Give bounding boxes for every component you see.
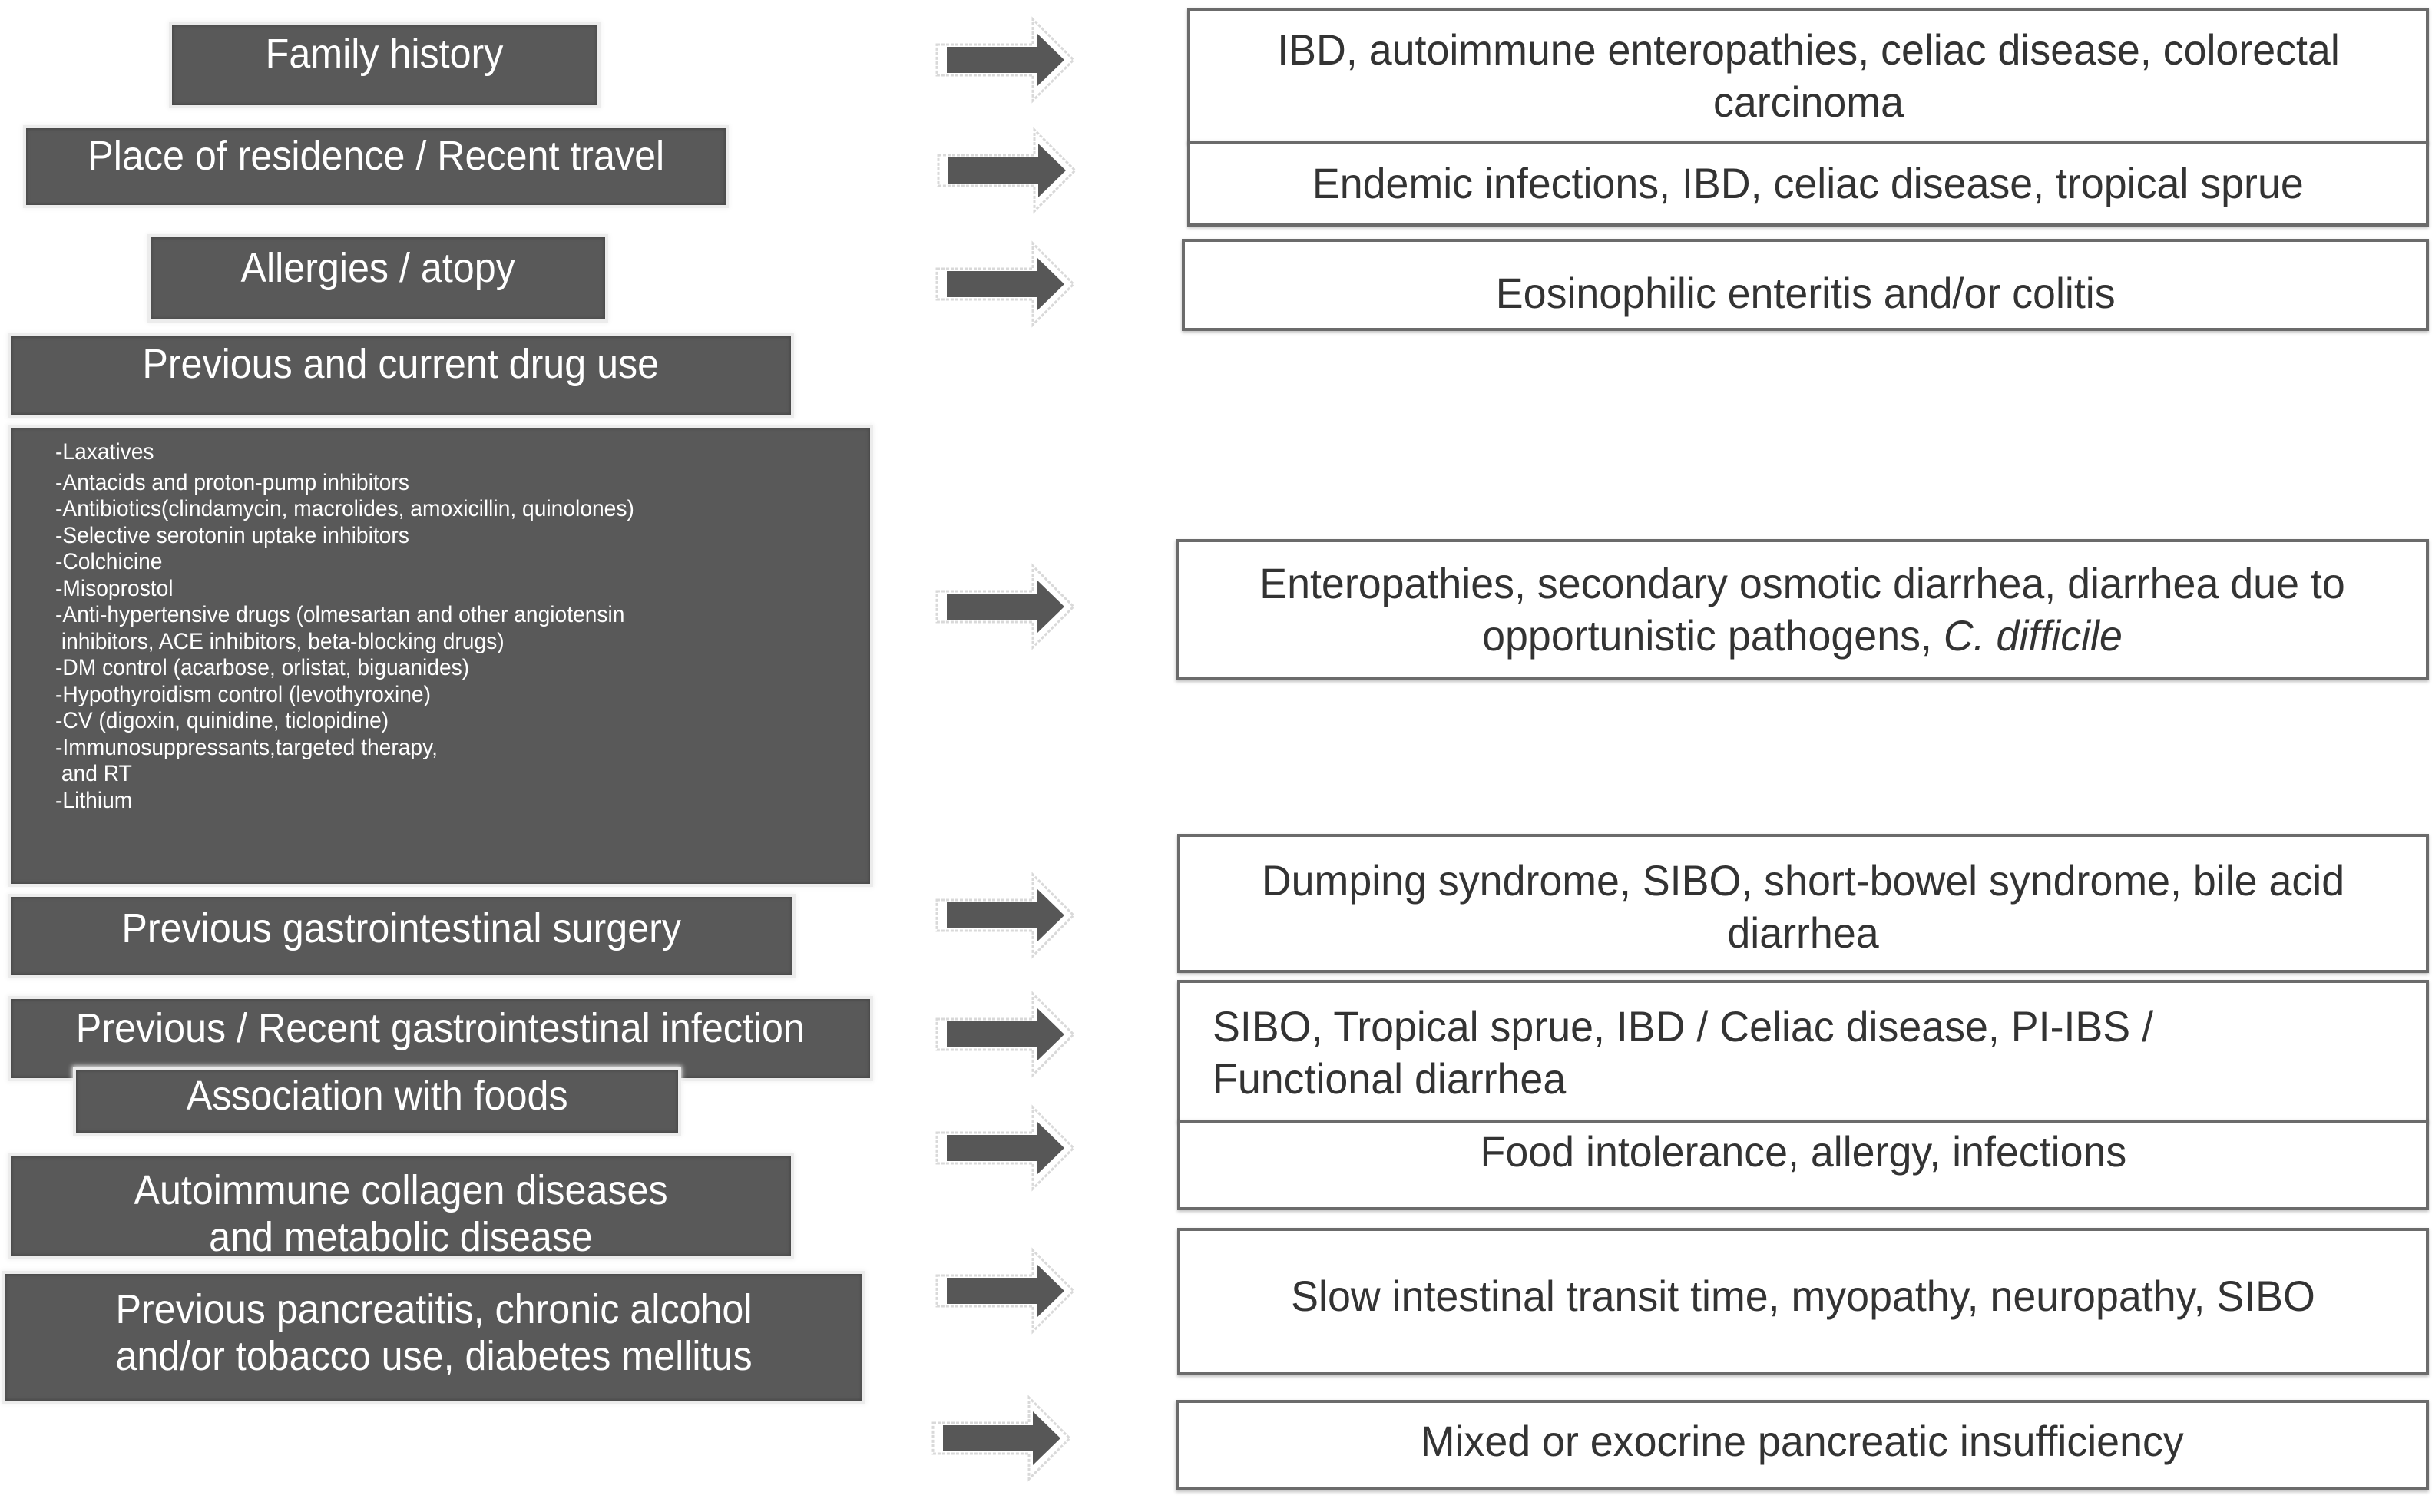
factor-label: Previous gastrointestinal surgery [121,905,682,951]
outcome-box-drug-use: Enteropathies, secondary osmotic diarrhe… [1176,539,2429,680]
outcome-text: Eosinophilic enteritis and/or colitis [1495,269,2116,317]
outcome-box-allergies: Eosinophilic enteritis and/or colitis [1182,239,2429,331]
drug-list-item: -Immunosuppressants,targeted therapy, [55,734,438,760]
factor-label: Autoimmune collagen diseases and metabol… [134,1167,668,1260]
drug-list-box: -Laxatives -Antacids and proton-pump inh… [11,428,870,884]
factor-box-autoimmune: Autoimmune collagen diseases and metabol… [11,1156,791,1260]
right-arrow-icon [935,1249,1075,1333]
right-arrow-icon [935,242,1075,326]
drug-list-item: -Antibiotics(clindamycin, macrolides, am… [55,496,634,521]
factor-box-gi-infection: Previous / Recent gastrointestinal infec… [11,999,870,1078]
drug-list-item: -Selective serotonin uptake inhibitors [55,522,409,548]
drug-list-item: inhibitors, ACE inhibitors, beta-blockin… [55,628,505,654]
right-arrow-icon [931,1396,1071,1481]
right-arrow-icon [935,564,1075,649]
factor-box-foods: Association with foods [76,1070,678,1133]
outcome-text: Enteropathies, secondary osmotic diarrhe… [1227,557,2377,662]
factor-label: Place of residence / Recent travel [88,133,664,179]
outcome-box-foods: Food intolerance, allergy, infections [1177,1120,2429,1210]
factor-box-family-history: Family history [172,25,597,105]
drug-list-item: -CV (digoxin, quinidine, ticlopidine) [55,708,389,733]
drug-list-item: -Hypothyroidism control (levothyroxine) [55,681,431,707]
factor-box-allergies: Allergies / atopy [151,237,605,319]
factor-box-residence-travel: Place of residence / Recent travel [26,128,726,205]
outcome-box-autoimmune: Slow intestinal transit time, myopathy, … [1177,1228,2429,1375]
outcome-box-gi-surgery: Dumping syndrome, SIBO, short-bowel synd… [1177,834,2429,973]
drug-list-item: -Laxatives [55,439,154,465]
right-arrow-icon [937,128,1077,213]
drug-list-item: -Lithium [55,787,133,813]
right-arrow-icon [935,1106,1075,1190]
factor-label: Association with foods [186,1073,568,1119]
outcome-box-gi-infection: SIBO, Tropical sprue, IBD / Celiac disea… [1177,980,2429,1123]
factor-label: Allergies / atopy [240,245,515,291]
drug-list: -Laxatives -Antacids and proton-pump inh… [55,439,671,814]
factor-box-drug-use: Previous and current drug use [11,336,791,415]
outcome-text: Food intolerance, allergy, infections [1480,1127,2126,1176]
outcome-text: Mixed or exocrine pancreatic insufficien… [1420,1417,2185,1465]
outcome-text-italic: C. difficile [1943,611,2123,660]
outcome-text: Endemic infections, IBD, celiac disease,… [1312,159,2304,207]
drug-list-item: -Anti-hypertensive drugs (olmesartan and… [55,602,625,627]
drug-list-item: -Antacids and proton-pump inhibitors [55,469,409,495]
factor-box-gi-surgery: Previous gastrointestinal surgery [11,897,792,975]
factor-label: Previous pancreatitis, chronic alcohol a… [114,1286,753,1379]
outcome-box-family-history: IBD, autoimmune enteropathies, celiac di… [1187,8,2429,144]
right-arrow-icon [935,873,1075,958]
outcome-text: Dumping syndrome, SIBO, short-bowel synd… [1261,855,2345,957]
factor-label: Family history [266,31,504,77]
drug-list-item: and RT [55,761,132,786]
right-arrow-icon [935,18,1075,102]
factor-label: Previous and current drug use [142,341,660,387]
drug-list-item: -Misoprostol [55,575,174,601]
outcome-box-pancreatitis: Mixed or exocrine pancreatic insufficien… [1176,1400,2429,1490]
drug-list-item: -DM control (acarbose, orlistat, biguani… [55,655,470,680]
outcome-text-line-1: SIBO, Tropical sprue, IBD / Celiac disea… [1213,1002,2154,1050]
outcome-text: IBD, autoimmune enteropathies, celiac di… [1276,25,2340,126]
factor-label: Previous / Recent gastrointestinal infec… [75,1005,806,1051]
outcome-text-main: Enteropathies, secondary osmotic diarrhe… [1259,559,2345,660]
drug-list-item: -Colchicine [55,549,163,574]
factor-box-pancreatitis: Previous pancreatitis, chronic alcohol a… [5,1274,862,1401]
outcome-box-residence-travel: Endemic infections, IBD, celiac disease,… [1187,141,2429,227]
outcome-text: Slow intestinal transit time, myopathy, … [1291,1272,2315,1320]
outcome-text-line-2: Functional diarrhea [1213,1054,1567,1103]
right-arrow-icon [935,992,1075,1077]
